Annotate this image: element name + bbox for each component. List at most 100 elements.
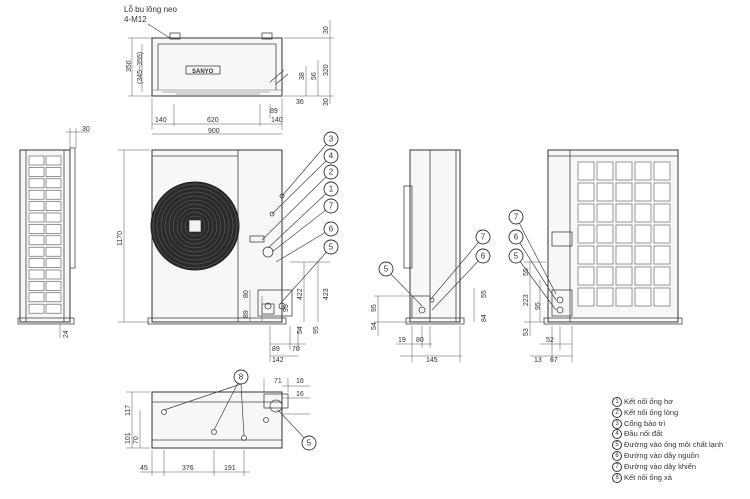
callout-3	[323, 131, 339, 147]
side-outline	[409, 149, 461, 323]
dim-620: 620	[207, 117, 219, 124]
dim-30-bottom: 30	[323, 98, 330, 106]
bottom-outline	[151, 391, 283, 449]
fin-slot	[28, 269, 45, 280]
legend-marker: 7	[612, 461, 622, 472]
callout-number: 3	[329, 135, 334, 144]
callout-number: 6	[481, 252, 486, 261]
grid-cell	[634, 266, 652, 286]
fin-slot	[28, 246, 45, 257]
grid-cell	[634, 287, 652, 307]
legend-text: Kết nối ống xả	[624, 472, 672, 482]
fin-slot	[28, 235, 45, 246]
dim-19: 19	[398, 337, 406, 344]
dim-30-left: 30	[82, 126, 90, 133]
legend-marker: 1	[612, 397, 622, 408]
dim-80-side: 80	[416, 337, 424, 344]
dim-52: 52	[546, 337, 554, 344]
dim-36: 36	[296, 99, 304, 106]
fan-ring	[156, 187, 234, 265]
fan-ring	[168, 199, 222, 253]
grid-cell	[577, 224, 595, 244]
fin-slot	[45, 303, 62, 314]
fin-slot	[28, 189, 45, 200]
dim-423: 423	[323, 288, 330, 300]
fan-ring	[164, 195, 226, 257]
grid-cell	[634, 203, 652, 223]
fan-ring	[176, 207, 214, 245]
left-side-view: 30 24	[17, 126, 90, 338]
fin-slot	[28, 201, 45, 211]
callout-7	[508, 209, 524, 225]
dim-54-front: 54	[297, 326, 304, 334]
anchor-bolt-label: Lỗ bu lông neo	[124, 5, 177, 14]
callout-5	[323, 239, 339, 255]
dim-95-front: 95	[283, 304, 290, 312]
callout-number: 5	[329, 243, 334, 252]
grid-cell	[653, 224, 671, 244]
grid-cell	[653, 287, 671, 307]
dim-350: 350	[126, 60, 133, 72]
legend-text: Đường vào dây nguồn	[624, 450, 699, 460]
dim-71: 71	[274, 378, 282, 385]
dim-45: 45	[140, 465, 148, 472]
grid-cell	[615, 287, 633, 307]
grid-cell	[615, 203, 633, 223]
grid-cell	[577, 182, 595, 202]
bottom-view: 117 101 70 45 376 191 71 16 16 85	[125, 369, 317, 476]
dim-345-355: (345~355)	[137, 52, 144, 84]
dim-320: 320	[323, 64, 330, 76]
svg-text:SANYO: SANYO	[192, 69, 214, 75]
grid-cell	[596, 182, 614, 202]
fin-slot	[45, 212, 62, 223]
dim-117: 117	[125, 405, 132, 416]
fin-slot	[45, 281, 62, 291]
callout-6	[475, 248, 491, 264]
dim-376: 376	[182, 465, 194, 472]
legend-text: Đường vào dây khiển	[624, 461, 697, 471]
grid-cell	[653, 266, 671, 286]
left-side-outline	[19, 149, 71, 323]
back-view: 55 223 95 53 52 13 67 765	[508, 149, 683, 364]
legend-marker: 3	[612, 418, 622, 429]
fan-ring	[152, 183, 238, 269]
callout-number: 7	[514, 213, 519, 222]
front-view: 1170 80 89 422 423 95 54 95 89 70 142 34…	[117, 131, 339, 364]
fin-slot	[28, 292, 45, 303]
dim-95-front-b: 95	[313, 326, 320, 334]
dim-140-left: 140	[155, 117, 167, 124]
dim-54-side: 54	[371, 322, 378, 330]
fin-slot	[28, 303, 45, 314]
legend-text: Kết nối ống lỏng	[624, 407, 679, 417]
grid-cell	[634, 161, 652, 181]
grid-cell	[577, 266, 595, 286]
dim-70-front: 70	[292, 346, 300, 353]
grid-cell	[615, 266, 633, 286]
fin-slot	[28, 258, 45, 268]
legend-text: Đường vào ống môi chất lạnh	[624, 440, 724, 450]
dim-95-back: 95	[535, 302, 542, 310]
callout-number: 5	[307, 439, 312, 448]
dim-89-vert: 89	[243, 310, 250, 318]
dim-142: 142	[272, 357, 284, 364]
dim-223: 223	[523, 294, 530, 306]
fin-slot	[45, 167, 62, 177]
fan-ring	[180, 211, 210, 241]
fin-slot	[28, 224, 45, 234]
grid-cell	[596, 224, 614, 244]
grid-cell	[653, 161, 671, 181]
grid-cell	[577, 161, 595, 181]
callout-number: 2	[329, 168, 334, 177]
callout-1	[323, 181, 339, 197]
callout-number: 6	[514, 233, 519, 242]
legend-text: Đầu nối đất	[624, 429, 663, 439]
fan-ring	[172, 203, 218, 249]
legend-text: Kết nối ống hơ	[624, 397, 674, 406]
